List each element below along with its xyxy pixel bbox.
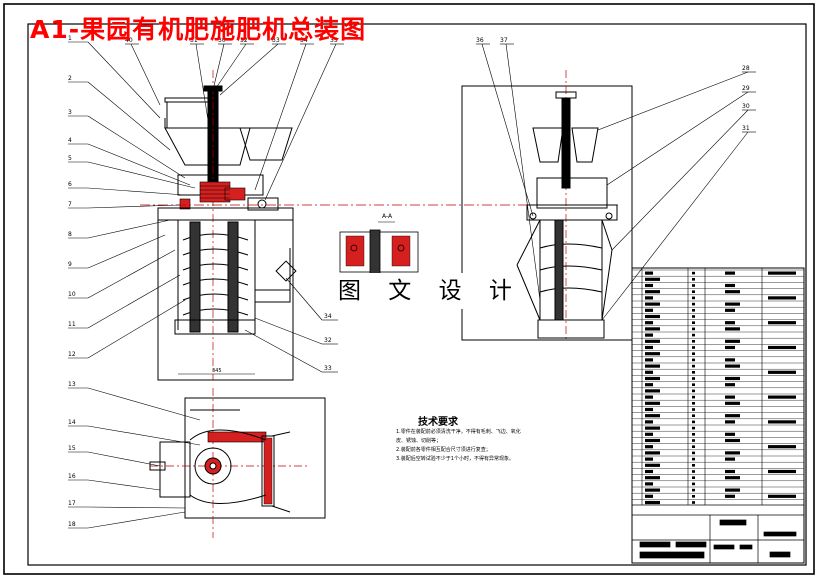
tech-requirement-line: 2.装配前各零件相互配合尺寸须进行复查； [396, 447, 491, 453]
svg-text:345: 345 [212, 368, 222, 374]
tech-requirement-line: 3.装配后空转试验不少于1个小时，不得有异常现象。 [396, 456, 514, 462]
tech-requirement-line: 1.零件在装配前必须清洗干净，不得有毛刺、飞边、氧化 [396, 429, 521, 435]
plan-view [149, 388, 326, 538]
part-number-label: 36 [476, 37, 484, 44]
part-number-label: 15 [68, 445, 76, 452]
part-number-label: 8 [68, 231, 72, 238]
watermark-text: 图 文 设 计 [338, 273, 512, 309]
part-number-label: 29 [742, 85, 750, 92]
part-number-label: 40 [125, 37, 133, 44]
tech-requirements-title: 技术要求 [418, 417, 458, 428]
part-number-label: 35 [330, 37, 338, 44]
front-view: 345 [157, 70, 297, 381]
part-number-label: 18 [68, 521, 76, 528]
part-number-label: 7 [68, 201, 72, 208]
parts-list-rows [632, 269, 804, 505]
tech-requirement-line: 皮、锈蚀、切削等； [396, 438, 442, 444]
part-number-label: 32 [240, 37, 248, 44]
part-number-label: 11 [68, 321, 76, 328]
part-number-label: 30 [742, 103, 750, 110]
part-number-label: 28 [742, 65, 750, 72]
outer-frame [3, 3, 815, 575]
part-number-label: 2 [68, 75, 72, 82]
part-number-label: 9 [68, 261, 72, 268]
part-number-label: 31 [742, 125, 750, 132]
part-number-label: 17 [68, 500, 76, 507]
part-number-label: 3 [68, 109, 72, 116]
part-number-label: 5 [68, 155, 72, 162]
part-number-label: 33 [324, 365, 332, 372]
part-number-label: 34 [324, 313, 332, 320]
title-block [632, 504, 804, 563]
part-number-label: 6 [68, 181, 72, 188]
part-number-label: 16 [68, 473, 76, 480]
part-number-label: 1 [68, 35, 72, 42]
part-number-label: 34 [300, 37, 308, 44]
part-number-label: 14 [68, 419, 76, 426]
part-number-label: 13 [68, 381, 76, 388]
parts-list [631, 267, 805, 564]
part-number-label: 4 [68, 137, 72, 144]
part-number-label: 32 [324, 337, 332, 344]
part-number-label: 30 [218, 37, 226, 44]
inner-frame [27, 23, 807, 566]
part-number-label: 10 [68, 291, 76, 298]
part-number-label: 37 [500, 37, 508, 44]
side-view [461, 70, 633, 341]
drawing-title: A1-果园有机肥施肥机总装图 [30, 15, 367, 44]
part-number-label: 31 [190, 37, 198, 44]
svg-text:A-A: A-A [382, 213, 393, 220]
part-number-label: 12 [68, 351, 76, 358]
detail-view: A-A [339, 213, 419, 277]
part-number-label: 33 [272, 37, 280, 44]
